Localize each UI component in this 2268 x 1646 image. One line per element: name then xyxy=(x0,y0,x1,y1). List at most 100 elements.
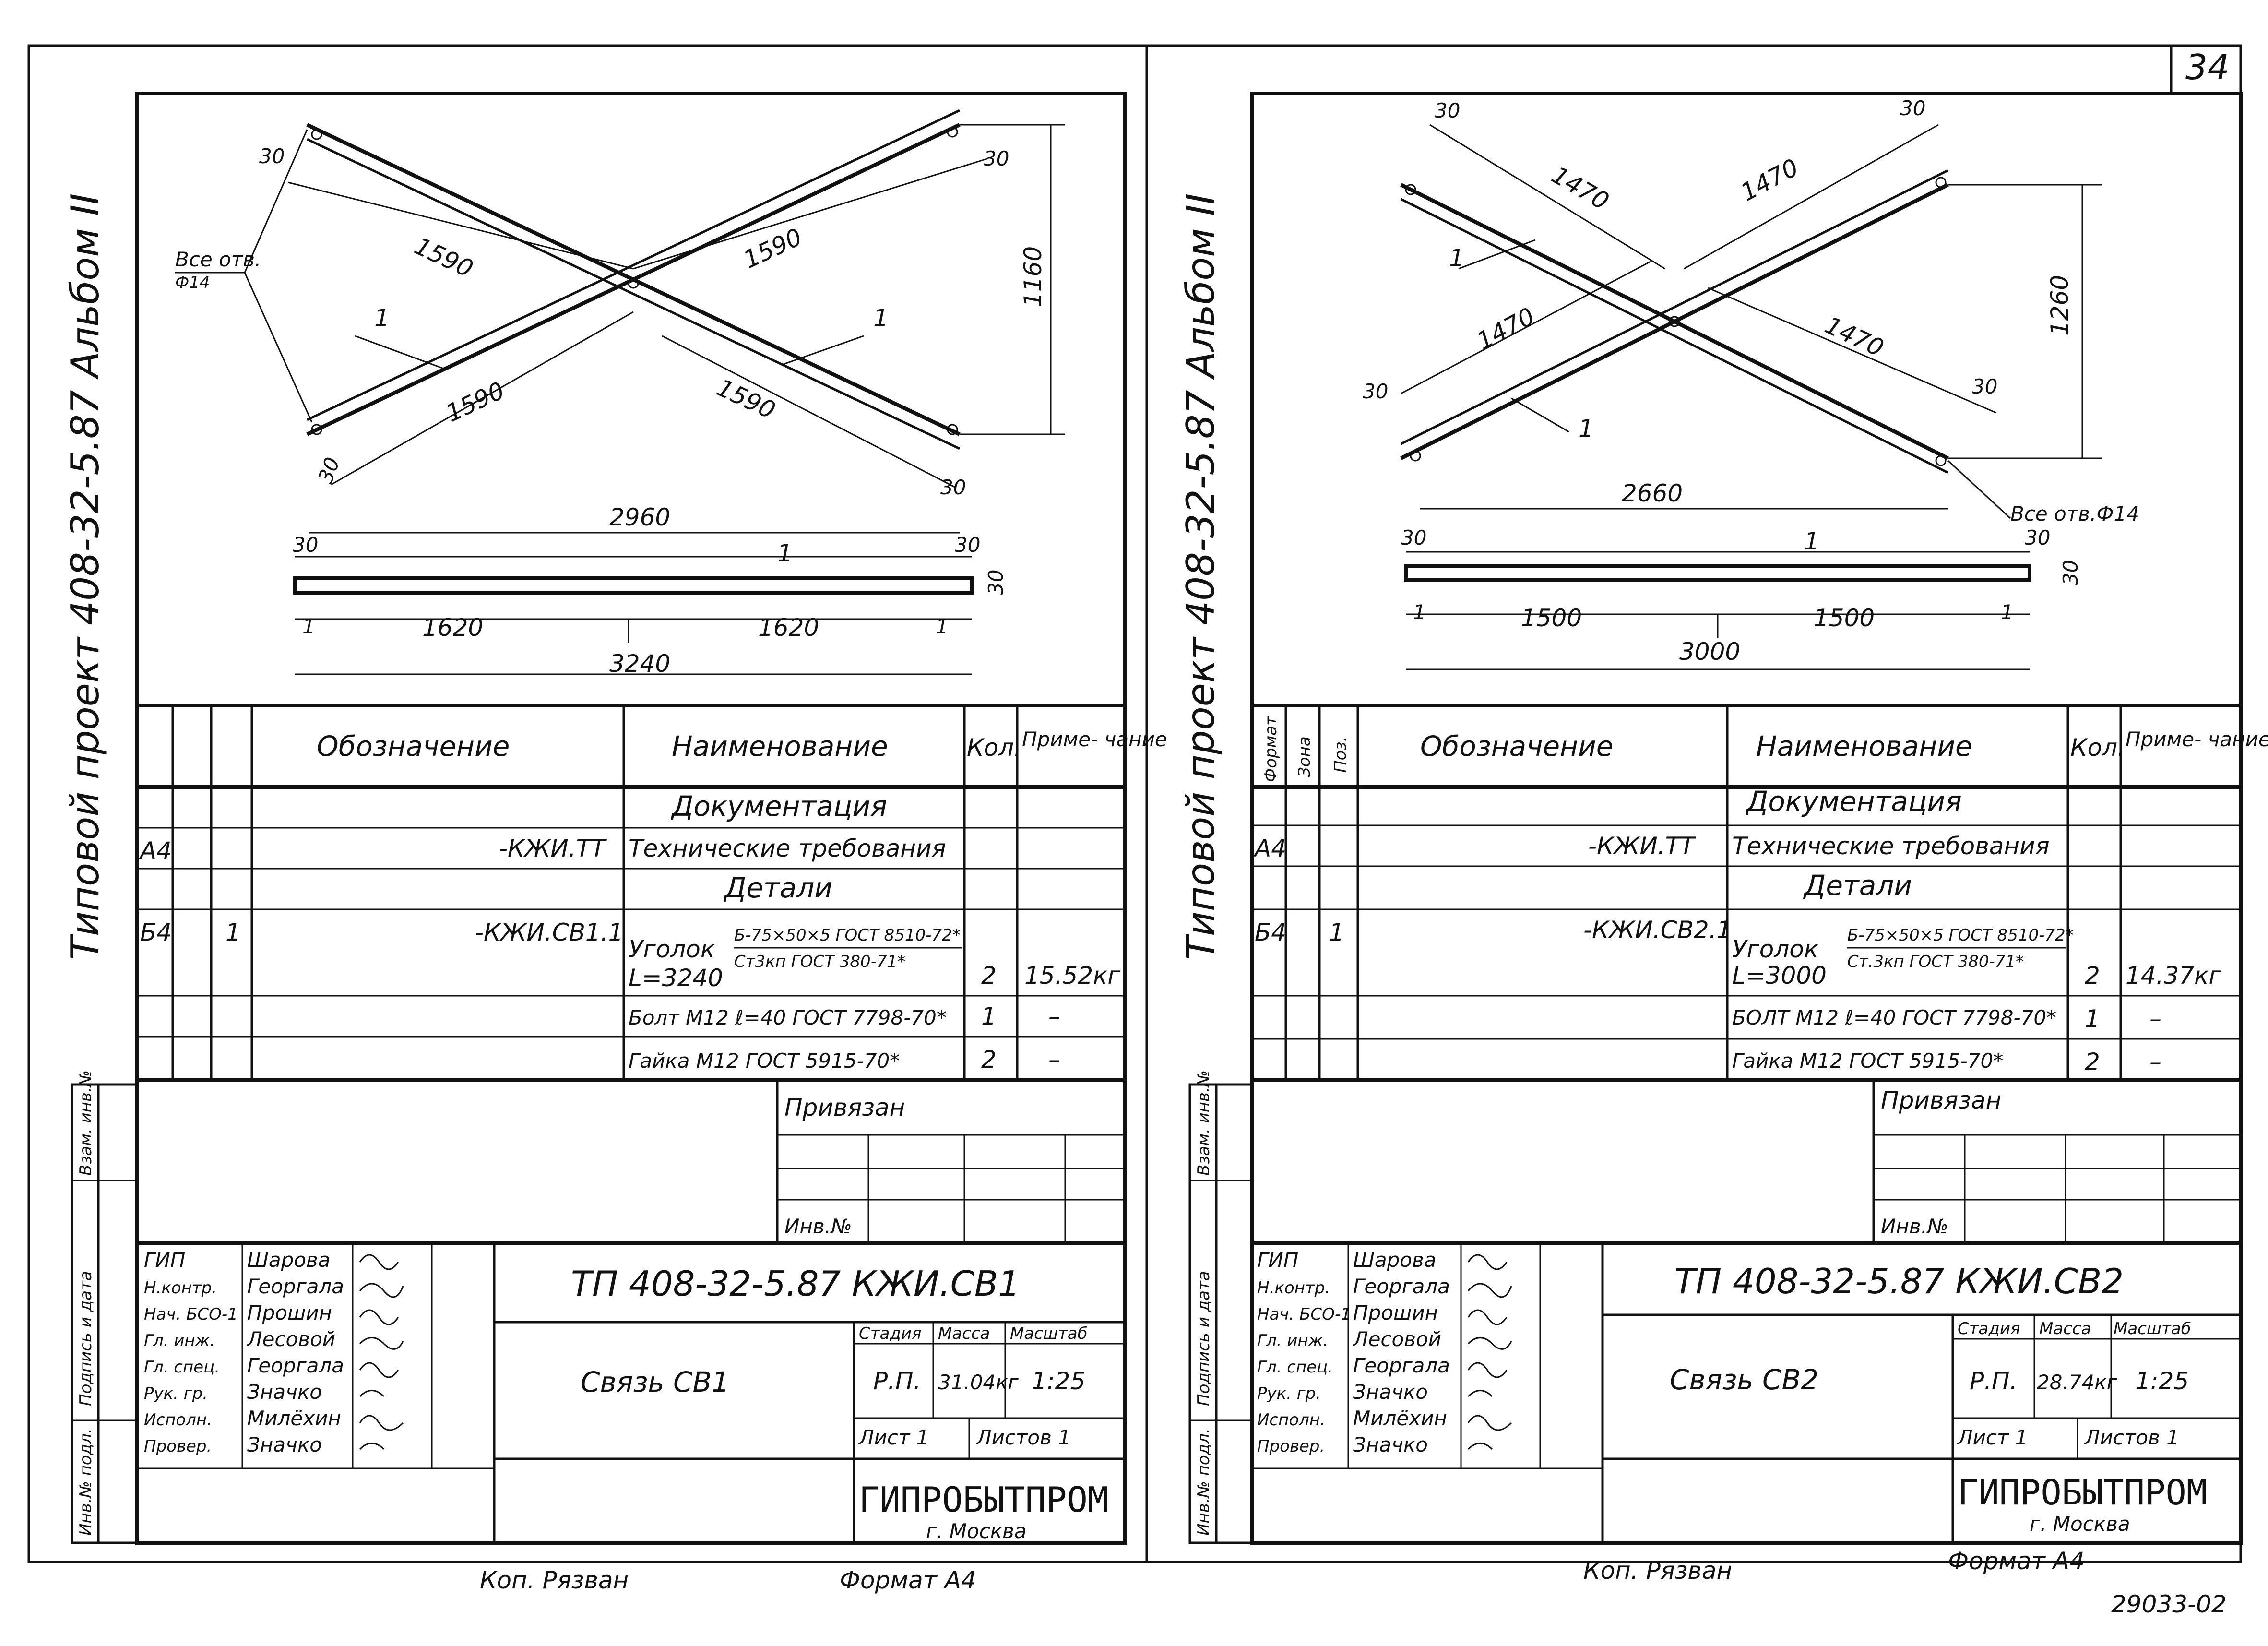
dim-1590-c: 1590 xyxy=(442,377,509,428)
angle-bar-2 xyxy=(306,123,961,436)
r2-name-1: Уголок xyxy=(629,935,715,963)
x-brace-view-right: 1470 1470 1470 1470 1260 30 30 30 30 1 1… xyxy=(1363,96,2139,525)
stamp-h-scale: Масштаб xyxy=(1010,1324,1088,1343)
r2-note: 14.37кг xyxy=(2126,962,2221,990)
r1-format: А4 xyxy=(139,837,172,865)
format-left: Формат А4 xyxy=(840,1566,976,1594)
role-6: Исполн. xyxy=(144,1410,212,1430)
signature-list-right: ГИП Н.контр. Нач. БСО-1 Гл. инж. Гл. спе… xyxy=(1257,1248,1512,1456)
r1-designation: -КЖИ.ТТ xyxy=(1588,832,1696,860)
dim-30-f: 30 xyxy=(2025,526,2050,549)
name-0: Шарова xyxy=(247,1248,331,1272)
r2-qty: 2 xyxy=(2085,962,2100,990)
strip-sign: Подпись и дата xyxy=(76,1271,95,1406)
stamp-inv: Инв.№ xyxy=(784,1215,852,1238)
r2-designation: -КЖИ.СВ1.1 xyxy=(475,918,623,946)
role-6: Исполн. xyxy=(1257,1410,1325,1430)
r2-name-2: L=3240 xyxy=(629,964,723,992)
r1-format: А4 xyxy=(1253,835,1286,862)
stamp-stage: Р.П. xyxy=(873,1367,921,1395)
r4-note: – xyxy=(2149,1048,2161,1076)
role-3: Гл. инж. xyxy=(1257,1331,1328,1350)
dim-1160: 1160 xyxy=(1019,246,1047,307)
stamp-org: ГИПРОБЫТПРОМ xyxy=(1958,1472,2207,1513)
th-format: Формат xyxy=(1261,716,1281,782)
role-2: Нач. БСО-1 xyxy=(1257,1305,1351,1324)
dim-30-g: 30 xyxy=(2059,560,2082,585)
r2-qty: 2 xyxy=(981,962,997,990)
role-0: ГИП xyxy=(144,1248,185,1272)
role-4: Гл. спец. xyxy=(144,1358,220,1377)
section-parts: Детали xyxy=(723,871,832,904)
title-block-right: Привязан Инв.№ ТП 408-32-5.87 КЖИ.СВ2 Св… xyxy=(1252,1080,2241,1543)
pos-label-b: 1 xyxy=(873,304,889,332)
signature-scribbles xyxy=(1467,1254,1512,1450)
r2-name-2: L=3000 xyxy=(1732,962,1827,990)
holes-note-2: Ф14 xyxy=(175,273,210,292)
page-number: 34 xyxy=(2185,47,2230,87)
stamp-org: ГИПРОБЫТПРОМ xyxy=(859,1479,1108,1520)
signature-list-left: ГИП Н.контр. Нач. БСО-1 Гл. инж. Гл. спе… xyxy=(144,1248,404,1456)
pos-label-b: 1 xyxy=(1579,415,1594,442)
sheet-left: Типовой проект 408-32-5.87 Альбом II 159… xyxy=(63,92,1167,1594)
role-1: Н.контр. xyxy=(144,1278,217,1298)
r2-spec-2: Ст.3кп ГОСТ 380-71* xyxy=(1847,952,2024,971)
section-mark-b: 1 xyxy=(2001,600,2014,624)
name-0: Шарова xyxy=(1353,1248,1437,1272)
dim-30-c: 30 xyxy=(1363,380,1388,403)
role-3: Гл. инж. xyxy=(144,1331,215,1350)
strip-sign: Подпись и дата xyxy=(1194,1271,1213,1406)
role-5: Рук. гр. xyxy=(144,1384,208,1403)
role-1: Н.контр. xyxy=(1257,1278,1330,1298)
th-qty: Кол. xyxy=(2070,734,2125,762)
th-qty: Кол. xyxy=(967,734,1021,762)
stamp-sheets: Листов 1 xyxy=(975,1426,1071,1449)
bolt-hole xyxy=(311,129,322,140)
r3-qty: 1 xyxy=(2085,1005,2100,1033)
pos-label-c: 1 xyxy=(777,539,793,567)
side-view-right: 1500 1500 3000 30 30 30 1 1 1 xyxy=(1401,526,2082,670)
role-4: Гл. спец. xyxy=(1257,1358,1333,1377)
strip-replace: Взам. инв.№ xyxy=(76,1070,95,1176)
stamp-sheets: Листов 1 xyxy=(2084,1426,2179,1449)
stamp-mass: 28.74кг xyxy=(2037,1371,2118,1394)
dim-30-a: 30 xyxy=(259,144,285,168)
r3-qty: 1 xyxy=(981,1002,997,1030)
r4-qty: 2 xyxy=(981,1046,997,1073)
signature-scribbles xyxy=(359,1254,404,1450)
format-right: Формат А4 xyxy=(1948,1547,2085,1575)
section-mark-b: 1 xyxy=(936,615,949,638)
dim-2660: 2660 xyxy=(1622,479,1683,507)
stamp-title: Связь СВ1 xyxy=(581,1366,729,1398)
section-mark-a: 1 xyxy=(302,615,315,638)
r2-pos: 1 xyxy=(226,918,241,946)
title-block-left: Привязан Инв.№ ТП 408-32-5.87 КЖИ.СВ1 Св… xyxy=(137,1080,1125,1543)
stamp-h-mass: Масса xyxy=(2039,1319,2091,1338)
angle-side-bar xyxy=(293,576,974,595)
r2-format: Б4 xyxy=(1255,918,1286,946)
holes-note-1: Все отв. xyxy=(175,248,261,271)
dim-30-f: 30 xyxy=(955,533,980,557)
section-mark-a: 1 xyxy=(1413,600,1426,624)
stamp-scale: 1:25 xyxy=(2135,1367,2189,1395)
holes-note: Все отв.Ф14 xyxy=(2010,502,2139,525)
name-2: Прошин xyxy=(247,1301,332,1324)
section-documentation: Документация xyxy=(670,790,887,823)
name-3: Лесовой xyxy=(246,1327,335,1351)
side-title-left: Типовой проект 408-32-5.87 Альбом II xyxy=(63,193,107,960)
sheet-right: Типовой проект 408-32-5.87 Альбом II 147… xyxy=(1178,92,2268,1585)
dim-30-d: 30 xyxy=(1972,375,1997,398)
stamp-sheet: Лист 1 xyxy=(858,1426,929,1449)
dim-3240: 3240 xyxy=(609,650,670,678)
pos-label-a: 1 xyxy=(374,304,390,332)
angle-side-bar xyxy=(1404,564,2031,582)
th-name: Наименование xyxy=(672,730,888,763)
name-4: Георгала xyxy=(1353,1354,1450,1377)
r3-name: Болт М12 ℓ=40 ГОСТ 7798-70* xyxy=(629,1006,947,1029)
left-strip-left: Инв.№ подл. Подпись и дата Взам. инв.№ xyxy=(71,1070,138,1544)
stamp-h-stage: Стадия xyxy=(859,1324,921,1343)
pos-label-c: 1 xyxy=(1804,527,1819,555)
r4-name: Гайка М12 ГОСТ 5915-70* xyxy=(629,1049,900,1073)
strip-replace: Взам. инв.№ xyxy=(1194,1070,1213,1176)
footer-code: 29033-02 xyxy=(2111,1590,2227,1618)
